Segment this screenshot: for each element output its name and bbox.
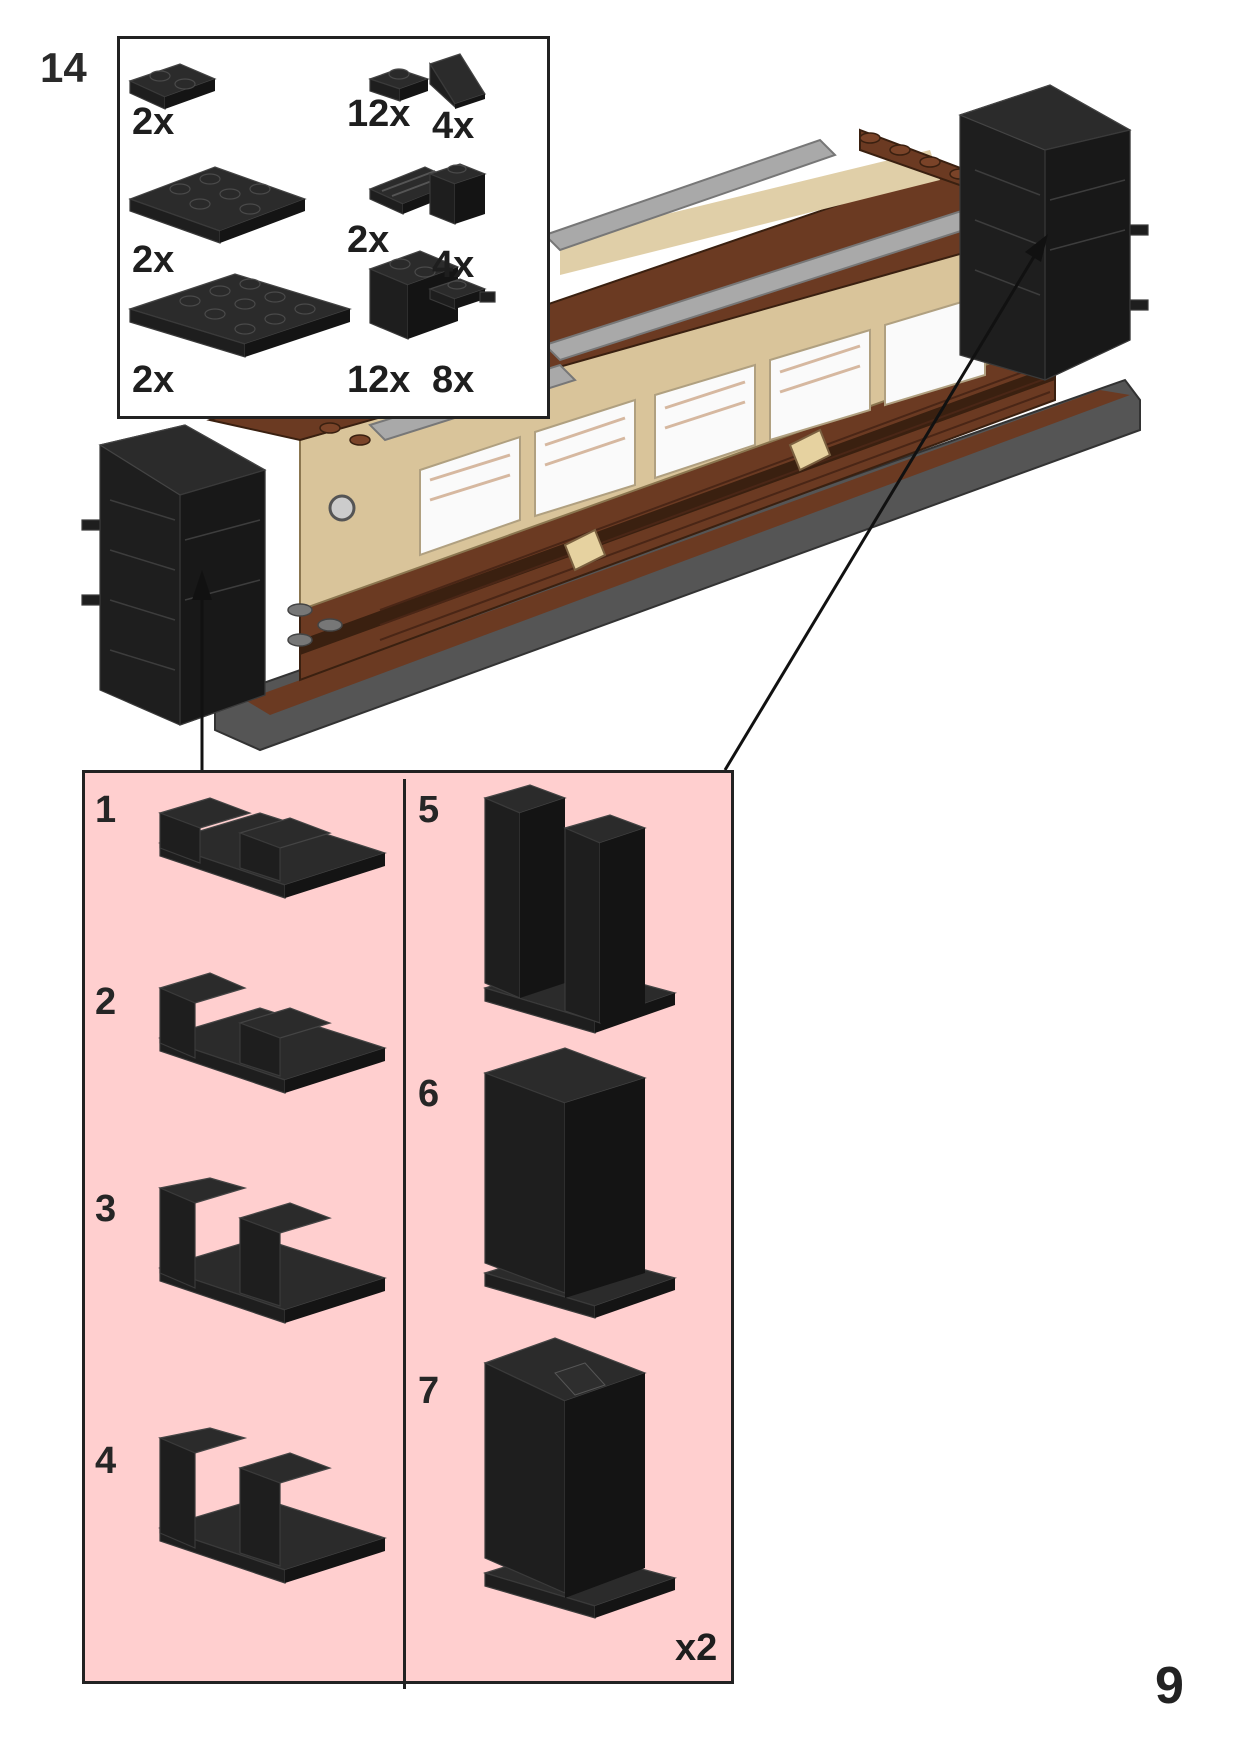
substep-number-6: 6: [418, 1073, 440, 1115]
substep-5-model: [482, 784, 678, 1034]
substep-6-model: [482, 1047, 678, 1319]
qty-grille-tile: 2x: [347, 219, 390, 261]
plate-1x2-icon: [128, 63, 217, 110]
substep-number-1: 1: [95, 789, 117, 831]
slope-1x1-icon: [429, 53, 486, 109]
substep-number-7: 7: [418, 1370, 440, 1412]
qty-slope-1x1: 4x: [432, 105, 475, 147]
subassembly-illustrations: [157, 784, 678, 1619]
qty-plate-4x4: 2x: [132, 359, 175, 401]
step-number: 14: [40, 44, 87, 91]
substep-number-2: 2: [95, 981, 117, 1023]
panel-divider: [403, 779, 406, 1689]
plate-clip-icon: [428, 278, 496, 310]
substep-number-4: 4: [95, 1440, 117, 1482]
substep-4-model: [157, 1427, 387, 1584]
qty-plate-2x4: 2x: [132, 239, 175, 281]
substep-1-model: [158, 797, 387, 899]
substep-7-model: [482, 1337, 678, 1619]
parts-illustrations: [128, 53, 496, 358]
substep-2-model: [158, 972, 387, 1094]
multiplier-label: x2: [675, 1627, 718, 1669]
plate-2x4-icon: [128, 166, 307, 244]
qty-plate-clip: 8x: [432, 359, 475, 401]
subassembly-panel: 1 2 3 4 5 6 7 x2: [82, 770, 734, 1689]
qty-brick-1x2: 12x: [347, 359, 411, 401]
substep-number-3: 3: [95, 1188, 117, 1230]
qty-plate-1x1: 12x: [347, 93, 411, 135]
plate-4x4-icon: [128, 273, 352, 358]
plate-1x1-icon: [368, 68, 430, 102]
substep-3-model: [157, 1177, 387, 1324]
page-number: 9: [1155, 1657, 1184, 1715]
substep-number-5: 5: [418, 789, 440, 831]
parts-list-callout: 2x 12x 4x 2x 2x 4x 2x 12x 8x: [117, 36, 550, 419]
qty-brick-1x1: 4x: [432, 244, 475, 286]
brick-1x1-icon: [428, 163, 487, 225]
qty-plate-1x2: 2x: [132, 101, 175, 143]
